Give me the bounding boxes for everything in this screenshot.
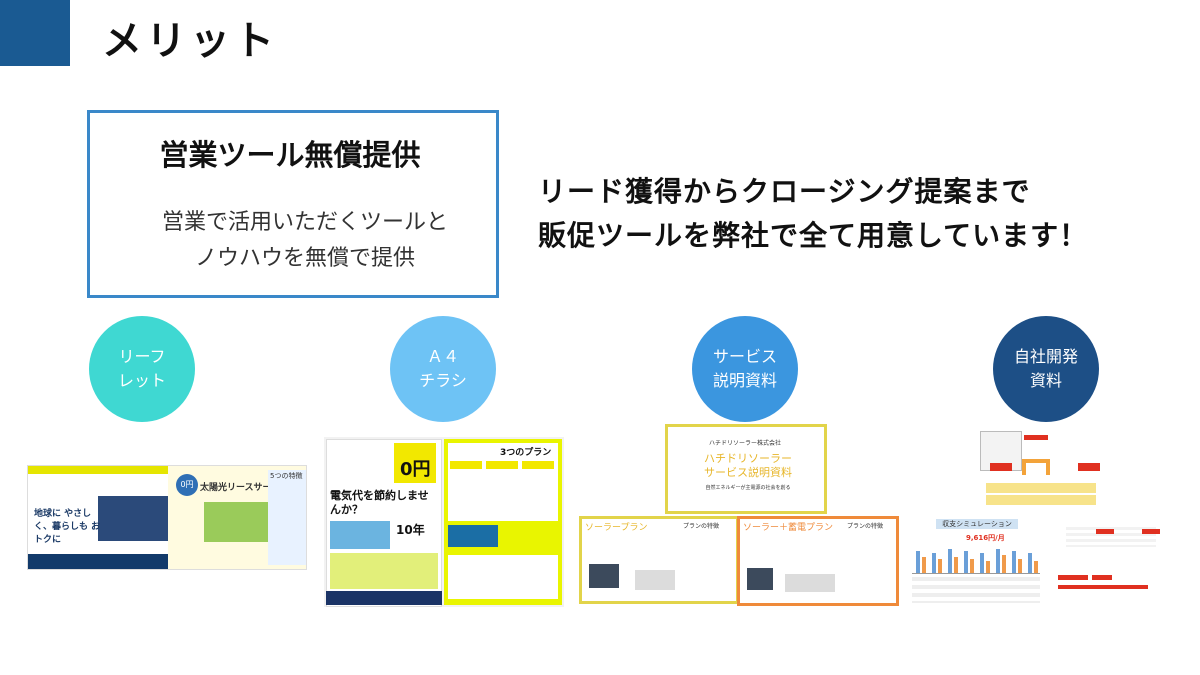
inhouse-chart-axis <box>912 573 1040 574</box>
flyer-bottom-bar <box>326 591 442 605</box>
leaflet-house-photo <box>98 496 168 541</box>
tool-circle-a4-flyer-line1: Ａ４ <box>426 347 459 366</box>
flyer-zero-yellow-box <box>394 443 436 483</box>
flyer-plans-panel <box>448 443 558 521</box>
tool-circle-a4-flyer-line2: チラシ <box>419 371 467 390</box>
main-message-line2: 販促ツールを弊社で全て用意しています！ <box>538 219 1089 252</box>
main-message-line1: リード獲得からクロージング提案まで <box>538 175 1031 208</box>
service-doc-title2: サービス説明資料 <box>704 466 792 479</box>
service-doc-thumbnail: ハチドリソーラー株式会社 ハチドリソーラー サービス説明資料 自然エネルギーが主… <box>579 424 899 607</box>
flyer-zero-text: 0円 <box>400 459 431 480</box>
inhouse-chart-bar <box>1018 559 1022 573</box>
service-doc-panel-image <box>589 564 619 588</box>
inhouse-savings-red-text <box>1058 575 1088 580</box>
tool-circle-service-doc-line1: サービス <box>712 347 777 366</box>
flyer-plan-a-tag <box>450 461 482 469</box>
leaflet-left-text: 地球に やさしく、暮らしも おトクに <box>34 509 101 545</box>
service-doc-battery-image <box>785 574 835 592</box>
inhouse-red-label-2 <box>990 463 1012 471</box>
flyer-service-panel <box>448 555 558 599</box>
feature-box-heading: 営業ツール無償提供 <box>159 138 421 172</box>
inhouse-chart-bar <box>980 553 984 573</box>
inhouse-chart-bar <box>1012 551 1016 573</box>
inhouse-savings-table <box>1066 527 1156 547</box>
inhouse-flow-arrow <box>1022 459 1050 475</box>
inhouse-savings-red-text <box>1092 575 1112 580</box>
inhouse-chart-bar <box>964 551 968 573</box>
leaflet-features-label: 5つの特徴 <box>270 472 303 480</box>
service-doc-plan1: ソーラープラン <box>585 523 648 533</box>
inhouse-doc-thumbnail: 収支シミュレーション 9,616円/月 <box>906 425 1172 610</box>
a4-flyer-thumbnail: 0円 電気代を節約しませんか？ 10年 3つのプラン <box>324 437 564 607</box>
flyer-feature-grid <box>330 553 438 589</box>
inhouse-chart-bar <box>986 561 990 573</box>
tool-circle-a4-flyer: Ａ４ チラシ <box>390 316 496 422</box>
inhouse-sim-amount: 9,616円/月 <box>966 534 1005 542</box>
feature-box-line1: 営業で活用いただくツールと <box>161 210 448 235</box>
flyer-plan-b-tag <box>486 461 518 469</box>
inhouse-chart-bar <box>916 551 920 573</box>
inhouse-chart-bar <box>932 553 936 573</box>
service-doc-plan1-features: プランの特徴 <box>683 523 720 530</box>
flyer-plan-c-tag <box>522 461 554 469</box>
page-title: メリット <box>102 18 278 64</box>
flyer-headline: 電気代を節約しませんか？ <box>330 489 429 516</box>
service-doc-plan2-features: プランの特徴 <box>847 523 884 530</box>
leaflet-headline: 太陽光リースサービス <box>200 483 290 493</box>
inhouse-chart-bar <box>948 549 952 573</box>
tool-circle-leaflet-line2: レット <box>117 371 166 390</box>
tool-circle-inhouse-doc: 自社開発 資料 <box>993 316 1099 422</box>
feature-box <box>87 110 499 298</box>
tool-circle-leaflet-line1: リーフ <box>118 347 166 366</box>
leaflet-thumbnail: 地球に やさしく、暮らしも おトクに 太陽光リースサービス 0円 5つの特徴 <box>27 465 307 570</box>
feature-box-line2: ノウハウを無償で提供 <box>194 246 415 271</box>
leaflet-zero-badge: 0円 <box>176 474 198 496</box>
header-accent-block <box>0 0 70 66</box>
inhouse-chart-bar <box>970 559 974 573</box>
leaflet-house-illustration <box>204 502 274 542</box>
service-doc-device-image <box>635 570 675 590</box>
service-doc-cover <box>665 424 827 514</box>
inhouse-summary-bar-1 <box>986 483 1096 493</box>
service-doc-panel-image-2 <box>747 568 773 590</box>
flyer-house-photo <box>330 521 390 549</box>
inhouse-chart-bar <box>954 557 958 573</box>
inhouse-savings-red-text <box>1058 585 1148 589</box>
inhouse-sim-table <box>912 577 1040 603</box>
service-doc-plan2: ソーラー＋蓄電プラン <box>743 523 834 533</box>
tool-circle-leaflet: リーフ レット <box>89 316 195 422</box>
service-doc-tagline: 自然エネルギーが主電源の社会を創る <box>705 485 791 491</box>
service-doc-company: ハチドリソーラー株式会社 <box>709 440 782 447</box>
flyer-years-text: 10年 <box>396 523 425 537</box>
inhouse-red-label-3 <box>1078 463 1100 471</box>
inhouse-chart-bar <box>938 559 942 573</box>
inhouse-savings-red-label <box>1142 529 1160 534</box>
tool-circle-service-doc: サービス 説明資料 <box>692 316 798 422</box>
tool-circle-service-doc-line2: 説明資料 <box>712 371 777 390</box>
tool-circle-inhouse-doc-line1: 自社開発 <box>1013 347 1078 366</box>
inhouse-chart-bar <box>1034 561 1038 573</box>
inhouse-savings-red-label <box>1096 529 1114 534</box>
inhouse-sim-title: 収支シミュレーション <box>936 519 1018 529</box>
leaflet-top-strip <box>28 466 168 474</box>
flyer-plans-label: 3つのプラン <box>500 448 552 458</box>
leaflet-bottom-bar <box>28 554 168 569</box>
service-doc-title1: ハチドリソーラー <box>704 452 792 465</box>
tool-circle-inhouse-doc-line2: 資料 <box>1029 371 1062 390</box>
flyer-simulation-badge <box>448 525 498 547</box>
inhouse-chart-bar <box>922 557 926 573</box>
inhouse-red-label-1 <box>1024 435 1048 440</box>
inhouse-chart-bar <box>996 549 1000 573</box>
leaflet-feature-column <box>268 470 306 565</box>
inhouse-chart-bar <box>1002 555 1006 573</box>
inhouse-chart-bar <box>1028 553 1032 573</box>
inhouse-summary-bar-2 <box>986 495 1096 505</box>
